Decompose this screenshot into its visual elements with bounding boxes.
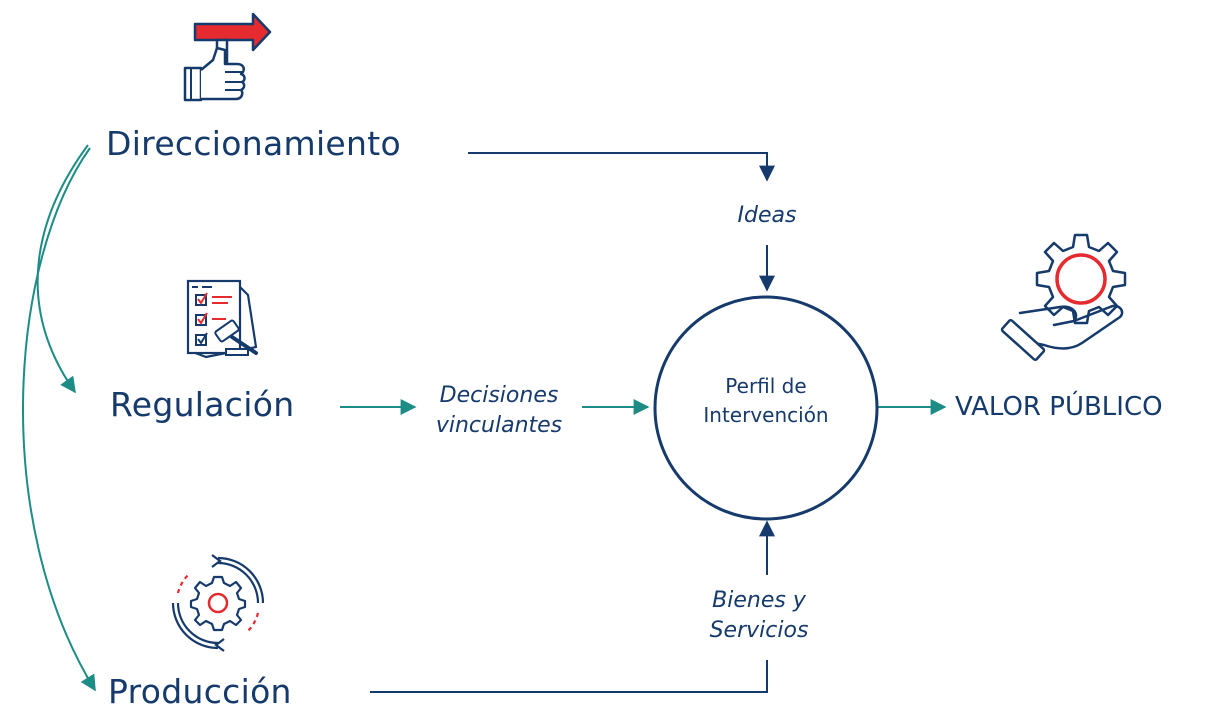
connector-produccion-line [370,660,768,693]
center-line2: Intervención [703,403,829,427]
flow-ideas-label: Ideas [737,203,797,228]
flow-decisiones-label: Decisiones vinculantes [416,381,582,440]
checklist-gavel-icon [186,279,258,359]
center-line1: Perfil de [725,374,807,398]
source-regulacion-label: Regulación [110,385,295,424]
source-direccionamiento-label: Direccionamiento [106,124,401,163]
connector-direccionamiento-line [468,152,775,182]
intervention-circle [653,295,879,521]
flow-decisiones-line2: vinculantes [435,412,563,438]
outcome-valor-publico-label: VALOR PÚBLICO [955,392,1163,422]
flow-bienes-label: Bienes y Servicios [686,586,832,645]
flow-bienes-line1: Bienes y [712,588,806,613]
thumbs-up-arrow-icon [183,12,272,102]
flow-decisiones-line1: Decisiones [439,383,559,408]
hand-gear-icon [1000,233,1127,362]
source-produccion-label: Producción [108,672,292,711]
flow-bienes-line2: Servicios [709,617,809,643]
gear-cycle-icon [171,554,265,652]
curve-to-regulacion [36,144,89,394]
curve-to-produccion [22,147,96,692]
center-perfil-label: Perfil de Intervención [676,372,856,430]
